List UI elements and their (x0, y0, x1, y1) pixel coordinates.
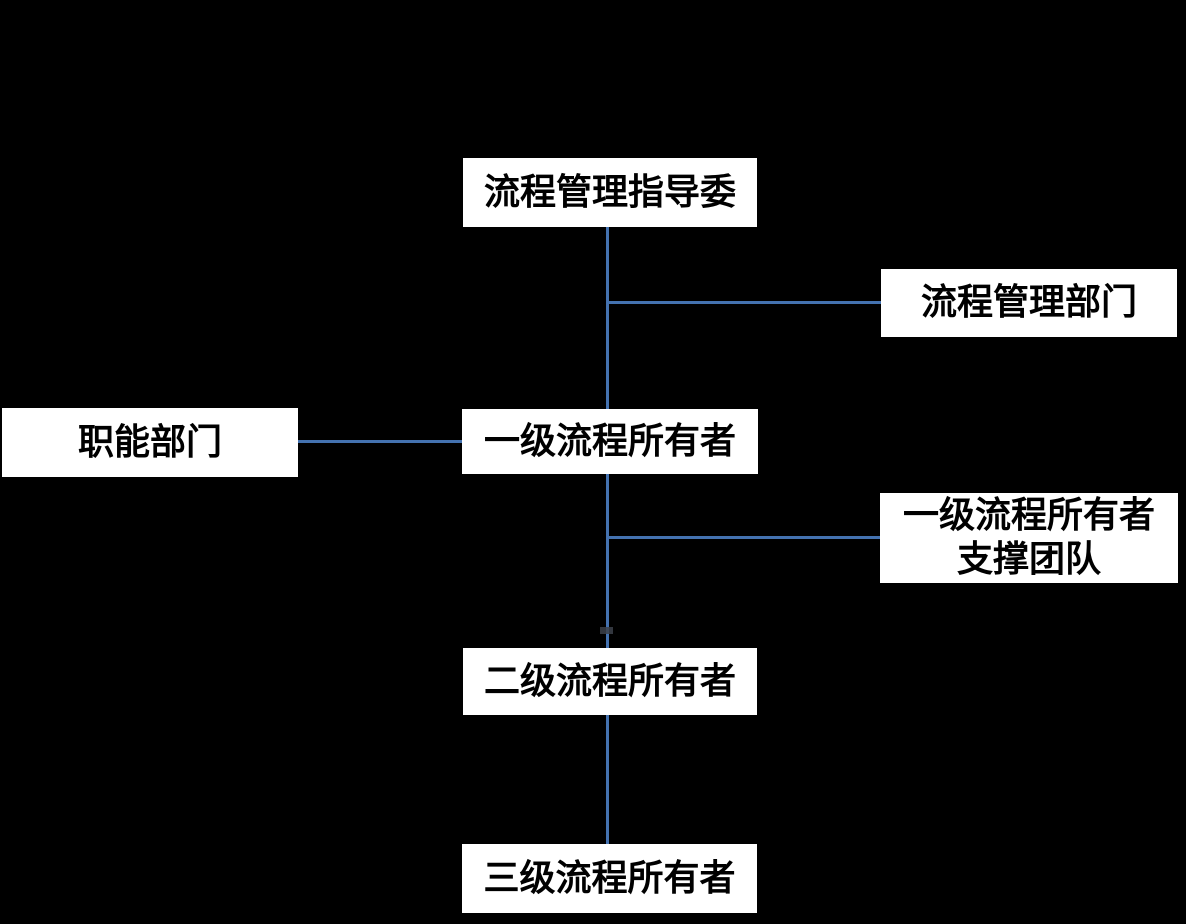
node-label: 三级流程所有者 (483, 856, 736, 899)
node-level2-process-owner: 二级流程所有者 (463, 648, 757, 715)
connector-vertical (606, 474, 609, 648)
connector-horizontal (607, 536, 880, 539)
node-label: 职能部门 (77, 420, 222, 463)
node-label: 一级流程所有者 (483, 419, 736, 462)
node-level3-process-owner: 三级流程所有者 (462, 844, 757, 913)
connector-horizontal (298, 440, 462, 443)
connector-vertical (606, 715, 609, 844)
line-artifact-mark (600, 627, 613, 634)
connector-vertical (606, 227, 609, 409)
node-process-management-department: 流程管理部门 (881, 269, 1177, 337)
node-label: 流程管理部门 (920, 281, 1137, 324)
node-label: 二级流程所有者 (483, 659, 736, 702)
node-level1-owner-support-team: 一级流程所有者 支撑团队 (880, 493, 1178, 583)
node-level1-process-owner: 一级流程所有者 (462, 409, 758, 474)
node-steering-committee: 流程管理指导委 (463, 158, 757, 227)
node-functional-department: 职能部门 (2, 408, 298, 477)
node-label: 流程管理指导委 (483, 170, 736, 213)
node-label: 一级流程所有者 支撑团队 (902, 494, 1155, 580)
connector-horizontal (607, 301, 881, 304)
